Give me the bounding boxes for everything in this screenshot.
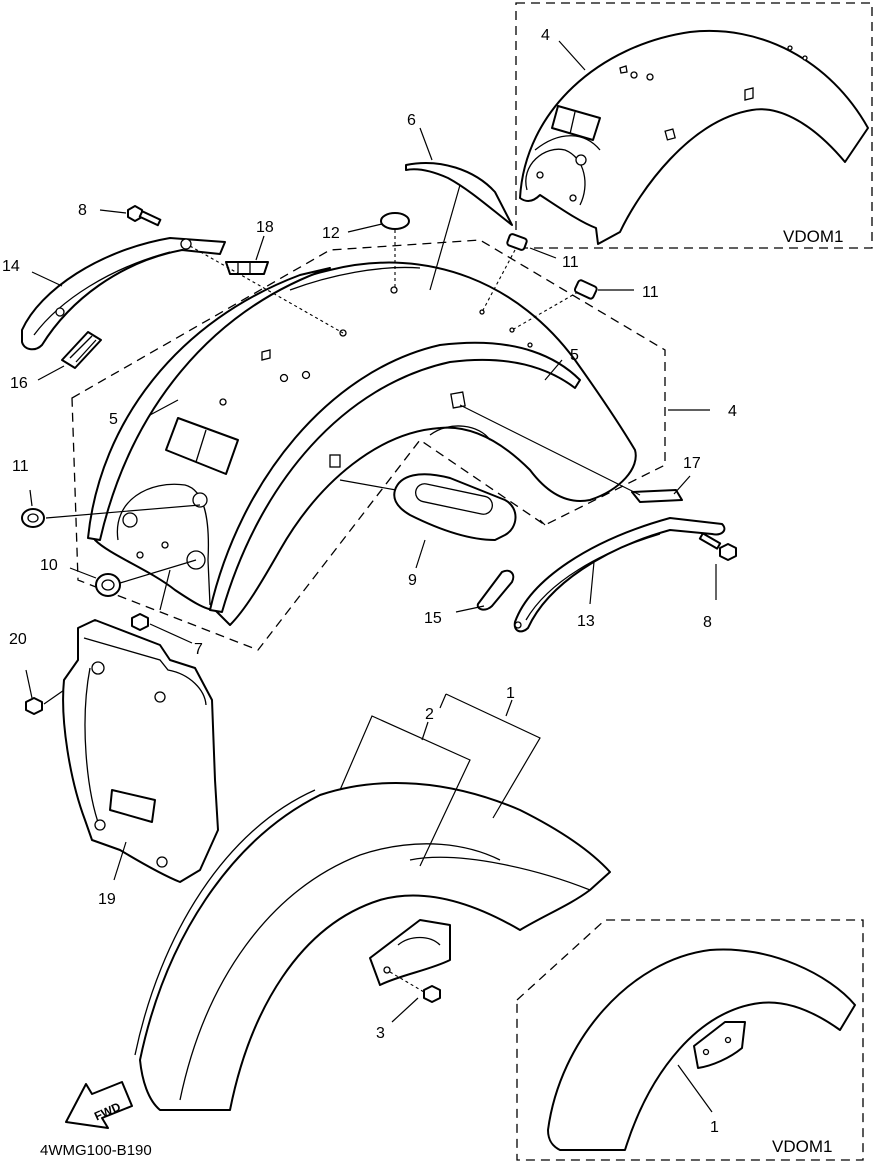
part-10: 10: [40, 557, 197, 597]
callout-5-right: 5: [570, 347, 579, 364]
callout-12: 12: [322, 225, 340, 242]
callout-16: 16: [10, 375, 28, 392]
callout-13: 13: [577, 613, 595, 630]
part-19: 19: [62, 619, 219, 908]
variant-label-top: VDOM1: [783, 227, 843, 246]
rear-fender-assembly: 4 5 5: [71, 239, 737, 651]
callout-1-inset: 1: [710, 1119, 719, 1136]
callout-3: 3: [376, 1025, 385, 1042]
callout-5-left: 5: [109, 411, 118, 428]
inset-bottom-vdom1: 1 VDOM1: [516, 919, 864, 1161]
callout-9: 9: [408, 572, 417, 589]
callout-14: 14: [2, 258, 20, 275]
fender-trim-right: [209, 341, 581, 613]
callout-11-right: 11: [642, 284, 659, 301]
callout-1-top: 1: [506, 685, 515, 702]
part-8-left: 8: [78, 202, 162, 227]
forward-arrow-icon: FWD: [65, 1081, 133, 1129]
callout-15: 15: [424, 610, 442, 627]
part-18: 18: [189, 219, 344, 334]
front-fender-vdom1: [547, 948, 856, 1151]
part-11-right: 11: [511, 279, 659, 331]
diagram-code: 4WMG100-B190: [40, 1142, 152, 1159]
callout-20: 20: [9, 631, 27, 648]
part-15: 15: [424, 569, 515, 627]
front-fender-body: [139, 782, 611, 1111]
callout-11-left: 11: [12, 458, 29, 475]
callout-6: 6: [407, 112, 416, 129]
part-6: 6: [405, 112, 513, 291]
callout-11-top: 11: [562, 254, 579, 271]
callout-8-left: 8: [78, 202, 87, 219]
callout-8-right: 8: [703, 614, 712, 631]
callout-2: 2: [425, 706, 434, 723]
rear-fender-vdom1: [519, 30, 869, 245]
part-11-left: 11: [12, 458, 201, 528]
part-17: 17: [459, 404, 701, 503]
callout-17: 17: [683, 455, 701, 472]
callout-18: 18: [256, 219, 274, 236]
part-13: 13: [513, 517, 726, 633]
variant-label-bottom: VDOM1: [772, 1137, 832, 1156]
part-12: 12: [322, 212, 410, 288]
callout-4-bracket: 4: [728, 403, 737, 420]
part-9: 9: [339, 473, 517, 589]
callout-4-inset: 4: [541, 27, 550, 44]
callout-10: 10: [40, 557, 58, 574]
part-16: 16: [10, 331, 102, 392]
part-7: 7: [131, 569, 203, 658]
callout-7: 7: [194, 641, 203, 658]
front-fender: 3 2 1: [134, 685, 611, 1111]
callout-19: 19: [98, 891, 116, 908]
inset-top-vdom1: 4 VDOM1: [515, 2, 873, 249]
part-14: 14: [2, 237, 226, 351]
fender-trim-left: [87, 267, 331, 541]
part-8-right: 8: [698, 532, 737, 631]
part-11-top: 11: [481, 233, 579, 313]
